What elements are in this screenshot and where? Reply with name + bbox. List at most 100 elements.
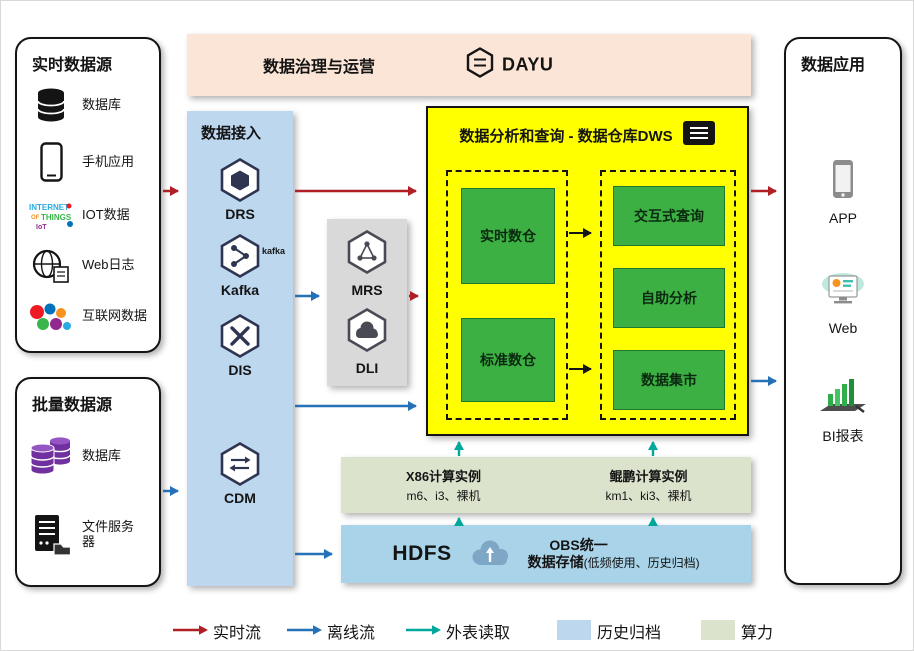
analysis-group: 交互式查询 自助分析 数据集市 — [600, 170, 736, 420]
realtime-sources-title: 实时数据源 — [32, 57, 113, 74]
processing-item-mrs: MRS — [344, 229, 390, 298]
warehouse-realtime: 实时数仓 — [461, 188, 555, 284]
service-label: Kafka — [220, 282, 260, 298]
legend-realtime-arrow-icon — [173, 623, 209, 642]
service-data-mart: 数据集市 — [613, 350, 725, 410]
svg-text:THINGS: THINGS — [41, 213, 72, 222]
source-item-batch-database: 数据库 — [27, 435, 155, 477]
compute-group-x86: X86计算实例 m6、i3、裸机 — [341, 466, 546, 504]
obs-cloud-icon — [466, 536, 514, 573]
ingestion-title: 数据接入 — [201, 125, 262, 142]
source-label: 文件服务器 — [82, 519, 135, 549]
service-label: DRS — [225, 206, 255, 222]
dli-hexagon-icon — [344, 307, 390, 358]
globe-log-icon — [27, 248, 75, 284]
source-label: 手机应用 — [82, 153, 135, 169]
source-item-mobile: 手机应用 — [27, 142, 155, 182]
dws-title: 数据分析和查询 - 数据仓库DWS — [459, 127, 673, 145]
ingestion-item-dis: DIS — [187, 313, 293, 378]
governance-bar: 数据治理与运营 DAYU — [187, 34, 751, 96]
processing-item-dli: DLI — [344, 307, 390, 376]
ingestion-item-drs: DRS — [187, 157, 293, 222]
service-label: CDM — [224, 490, 256, 506]
dis-hexagon-icon — [217, 313, 263, 359]
source-label: 互联网数据 — [82, 308, 148, 324]
obs-subtitle: 数据存储 — [527, 554, 584, 570]
svg-text:OF: OF — [31, 215, 40, 221]
legend-offline-arrow-icon — [287, 623, 323, 642]
dws-title-row: 数据分析和查询 - 数据仓库DWS — [428, 108, 747, 154]
compute-subtitle: km1、ki3、裸机 — [605, 489, 692, 503]
source-label: IOT数据 — [82, 206, 130, 222]
service-label: DLI — [355, 359, 379, 376]
legend-realtime-label: 实时流 — [213, 625, 262, 642]
internet-bubbles-icon — [27, 301, 75, 333]
application-label: APP — [828, 210, 857, 226]
compute-group-kunpeng: 鲲鹏计算实例 km1、ki3、裸机 — [546, 466, 751, 504]
ingestion-column: 数据接入 DRS kafka Kafka DIS CDM — [187, 111, 293, 586]
ingestion-item-cdm: CDM — [187, 441, 293, 506]
legend-offline-label: 离线流 — [327, 625, 376, 642]
application-item-web: Web — [786, 271, 900, 336]
legend-external-label: 外表读取 — [446, 625, 511, 642]
application-label: BI报表 — [822, 428, 864, 444]
kafka-logo-text: kafka — [262, 246, 286, 256]
source-item-weblog: Web日志 — [27, 248, 155, 284]
compute-title: 鲲鹏计算实例 — [609, 469, 688, 484]
legend-compute-label: 算力 — [741, 625, 774, 642]
mrs-hexagon-icon — [344, 229, 390, 280]
compute-subtitle: m6、i3、裸机 — [406, 489, 481, 503]
web-monitor-icon — [820, 271, 866, 314]
service-interactive-query: 交互式查询 — [613, 186, 725, 246]
source-label: Web日志 — [82, 257, 135, 273]
legend-archive-swatch — [557, 620, 591, 640]
obs-title: OBS统一 — [549, 536, 608, 553]
dayu-logo-text: DAYU — [502, 54, 554, 75]
drs-hexagon-icon — [217, 157, 263, 203]
source-item-internet: 互联网数据 — [27, 301, 155, 333]
file-server-icon — [27, 513, 75, 557]
svg-text:INTERNET: INTERNET — [29, 203, 69, 212]
storage-bar: HDFS OBS统一 数据存储 (低频使用、历史归档) — [341, 525, 751, 583]
app-phone-icon — [831, 159, 855, 204]
obs-text-block: OBS统一 数据存储 (低频使用、历史归档) — [528, 537, 700, 572]
legend-compute-swatch — [701, 620, 735, 640]
bi-report-icon — [819, 375, 867, 420]
processing-box: MRS DLI — [327, 219, 407, 386]
batch-sources-panel: 批量数据源 数据库 文件服务器 — [15, 377, 161, 587]
database-purple-icon — [27, 435, 75, 477]
source-item-database: 数据库 — [27, 85, 155, 125]
mobile-phone-icon — [27, 142, 75, 182]
compute-bar: X86计算实例 m6、i3、裸机 鲲鹏计算实例 km1、ki3、裸机 — [341, 457, 751, 513]
source-item-file-server: 文件服务器 — [27, 513, 155, 557]
obs-note: (低频使用、历史归档) — [583, 556, 700, 570]
ingestion-item-kafka: kafka Kafka — [187, 233, 293, 298]
application-item-app: APP — [786, 159, 900, 226]
application-item-bi: BI报表 — [786, 375, 900, 446]
legend-external-arrow-icon — [406, 623, 442, 642]
svg-text:IoT: IoT — [36, 224, 47, 231]
service-label: MRS — [351, 282, 383, 299]
applications-panel: 数据应用 APP Web BI报表 — [784, 37, 902, 585]
applications-title: 数据应用 — [801, 57, 866, 74]
application-label: Web — [828, 320, 858, 336]
source-label: 数据库 — [82, 447, 122, 463]
service-self-analysis: 自助分析 — [613, 268, 725, 328]
warehouse-standard: 标准数仓 — [461, 318, 555, 402]
kafka-hexagon-icon: kafka — [217, 233, 285, 279]
dws-document-icon — [682, 120, 716, 151]
dayu-hexagon-icon — [465, 47, 495, 84]
batch-sources-list: 数据库 文件服务器 — [17, 417, 159, 583]
cdm-hexagon-icon — [217, 441, 263, 487]
governance-title: 数据治理与运营 — [263, 59, 376, 76]
hdfs-label: HDFS — [392, 542, 452, 565]
dayu-logo: DAYU — [465, 47, 553, 84]
legend-archive-label: 历史归档 — [597, 625, 662, 642]
service-label: DIS — [228, 362, 252, 378]
batch-sources-title: 批量数据源 — [32, 397, 113, 414]
